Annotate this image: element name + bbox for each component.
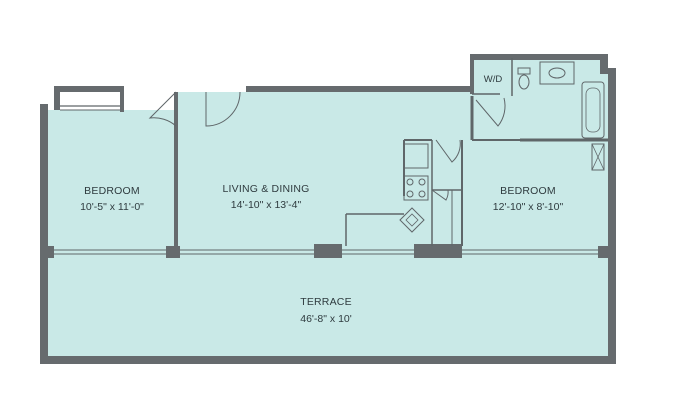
- wall-top-living: [120, 86, 124, 112]
- facade-pier-1: [166, 246, 180, 258]
- vanity: [539, 61, 575, 85]
- burner-4: [418, 190, 426, 198]
- burner-2: [418, 178, 426, 186]
- doors: [148, 91, 506, 201]
- laundry-label: W/D: [484, 74, 503, 85]
- bedroom-left-name: BEDROOM: [84, 185, 140, 197]
- facade-wall: [40, 244, 610, 258]
- wall-bottom: [40, 356, 616, 364]
- terrace-floor: [44, 252, 608, 358]
- kitchen-sink-basin: [405, 213, 419, 227]
- wall-wd-left: [470, 54, 474, 94]
- wall-bath-top: [472, 54, 608, 60]
- bedroom-left-door: [148, 91, 177, 127]
- kitchen-sink: [399, 207, 425, 233]
- bedroom-right-door: [435, 139, 461, 163]
- shower-window: [591, 143, 605, 171]
- shower-window-x2: [591, 143, 605, 171]
- entry-door: [205, 91, 241, 127]
- bedroom-left-floor: [48, 110, 176, 252]
- laundry-floor: [472, 60, 512, 96]
- bedroom-left-dims: 10'-5" x 11'-0": [80, 201, 144, 213]
- facade-pier-right: [598, 246, 610, 258]
- burner-1: [406, 178, 414, 186]
- toilet-tank: [517, 67, 531, 75]
- wall-top-left: [54, 86, 120, 92]
- facade-pier-3: [414, 244, 462, 258]
- wall-top-bedroom: [54, 86, 60, 110]
- wall-bath-right: [600, 54, 608, 74]
- bedroom-right-name: BEDROOM: [500, 185, 556, 197]
- room-labels: BEDROOM 10'-5" x 11'-0" LIVING & DINING …: [80, 74, 563, 325]
- wall-left: [40, 104, 48, 362]
- living-name: LIVING & DINING: [222, 183, 309, 195]
- bathroom-floor: [512, 58, 608, 142]
- wall-top-living-2: [246, 86, 474, 92]
- terrace-dims: 46'-8" x 10': [300, 313, 352, 325]
- facade-pier-2: [314, 244, 342, 258]
- bath-door: [475, 97, 506, 127]
- wall-right: [608, 68, 616, 364]
- exterior-walls: [40, 54, 616, 364]
- bedroom-right-dims: 12'-10" x 8'-10": [493, 201, 564, 213]
- terrace-name: TERRACE: [300, 296, 352, 308]
- bathroom: [517, 61, 605, 171]
- kitchen: [399, 143, 429, 233]
- living-dims: 14'-10" x 13'-4": [231, 199, 302, 211]
- range: [403, 175, 429, 201]
- living-floor: [176, 92, 472, 252]
- bathtub-inner: [585, 87, 601, 133]
- wall-bedroom-living: [174, 92, 178, 246]
- floor-area: [44, 58, 610, 358]
- burner-3: [406, 190, 414, 198]
- vanity-sink: [548, 67, 566, 79]
- closet-door: [431, 189, 449, 201]
- toilet-bowl: [518, 74, 530, 90]
- facade-pier-left: [40, 246, 54, 258]
- bathtub: [581, 81, 605, 139]
- fridge: [403, 143, 429, 169]
